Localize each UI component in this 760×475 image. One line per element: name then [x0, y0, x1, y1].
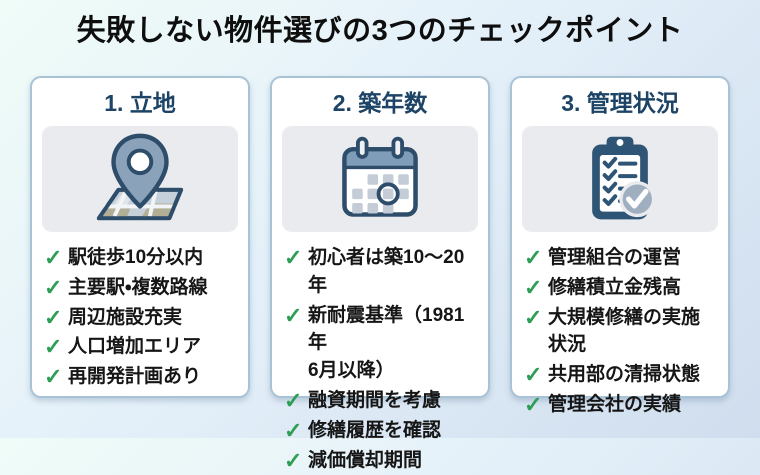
checklist-item-text: 減価償却期間	[308, 450, 423, 472]
checklist-item: ✓共用部の清掃状態	[524, 361, 718, 389]
check-icon: ✓	[284, 388, 303, 414]
check-icon: ✓	[44, 304, 63, 330]
checklist-item: ✓駅徒歩10分以内	[44, 244, 238, 272]
calendar-icon	[332, 131, 428, 227]
checklist-item: ✓大規模修繕の実施 状況	[524, 304, 718, 360]
checklist-item: ✓融資期間を考慮	[284, 387, 478, 415]
check-icon: ✓	[284, 448, 303, 474]
check-icon: ✓	[524, 274, 543, 300]
checklist-item-text: 共用部の清掃状態	[548, 364, 701, 386]
checklist-item: ✓主要駅・複数路線	[44, 274, 238, 302]
checklist-item-text: 主要駅・複数路線	[68, 276, 208, 298]
icon-panel	[282, 125, 478, 232]
checklist-item: ✓再開発計画あり	[44, 363, 238, 391]
check-icon: ✓	[44, 244, 63, 270]
check-icon: ✓	[524, 304, 543, 330]
cards-row: 1. 立地 ✓駅徒歩10分以内✓主要駅・複数路線✓周辺施設充実✓人口増加エリア✓…	[0, 75, 760, 473]
check-icon: ✓	[44, 274, 63, 300]
card-heading: 1. 立地	[104, 89, 176, 116]
checklist-item-text: 管理会社の実績	[548, 394, 682, 416]
checklist-item-text: 駅徒歩10分以内	[68, 246, 204, 268]
checklist-item-text: 新耐震基準（1981年 6月以降）	[308, 304, 465, 382]
management-checklist: ✓管理組合の運営✓修繕積立金残高✓大規模修繕の実施 状況✓共用部の清掃状態✓管理…	[522, 244, 718, 420]
checklist-item-text: 人口増加エリア	[68, 336, 202, 358]
check-icon: ✓	[44, 334, 63, 360]
checklist-item: ✓初心者は築10〜20年	[284, 244, 478, 300]
checklist-item-text: 再開発計画あり	[68, 366, 202, 388]
checklist-item: ✓修繕積立金残高	[524, 274, 718, 302]
checklist-item-text: 大規模修繕の実施 状況	[548, 306, 701, 356]
checklist-item: ✓周辺施設充実	[44, 304, 238, 332]
check-icon: ✓	[524, 362, 543, 388]
checklist-item-text: 修繕履歴を確認	[308, 420, 442, 442]
page-title: 失敗しない物件選びの3つのチェックポイント	[76, 15, 684, 47]
checklist-item: ✓人口増加エリア	[44, 333, 238, 361]
clipboard-check-icon	[572, 131, 668, 227]
checklist-item-text: 融資期間を考慮	[308, 390, 442, 412]
checklist-item: ✓管理組合の運営	[524, 244, 718, 272]
card-heading: 2. 築年数	[332, 89, 428, 116]
icon-panel	[42, 125, 238, 232]
checklist-item-text: 修繕積立金残高	[548, 276, 682, 298]
checklist-item: ✓減価償却期間	[284, 447, 478, 475]
map-pin-icon	[91, 130, 189, 228]
check-icon: ✓	[44, 364, 63, 390]
icon-panel	[522, 125, 718, 232]
check-icon: ✓	[524, 244, 543, 270]
card-location: 1. 立地 ✓駅徒歩10分以内✓主要駅・複数路線✓周辺施設充実✓人口増加エリア✓…	[30, 75, 250, 398]
check-icon: ✓	[284, 418, 303, 444]
checklist-item: ✓管理会社の実績	[524, 391, 718, 419]
check-icon: ✓	[284, 302, 303, 328]
check-icon: ✓	[284, 244, 303, 270]
location-checklist: ✓駅徒歩10分以内✓主要駅・複数路線✓周辺施設充実✓人口増加エリア✓再開発計画あ…	[42, 244, 238, 392]
checklist-item-text: 周辺施設充実	[68, 306, 183, 328]
card-heading: 3. 管理状況	[561, 89, 679, 116]
checklist-item: ✓新耐震基準（1981年 6月以降）	[284, 302, 478, 386]
checklist-item-text: 管理組合の運営	[548, 246, 682, 268]
card-building-age: 2. 築年数	[270, 75, 490, 473]
building-age-checklist: ✓初心者は築10〜20年✓新耐震基準（1981年 6月以降）✓融資期間を考慮✓修…	[282, 244, 478, 475]
checklist-item-text: 初心者は築10〜20年	[308, 246, 465, 296]
check-icon: ✓	[524, 392, 543, 418]
card-management: 3. 管理状況	[510, 75, 730, 417]
checklist-item: ✓修繕履歴を確認	[284, 417, 478, 445]
